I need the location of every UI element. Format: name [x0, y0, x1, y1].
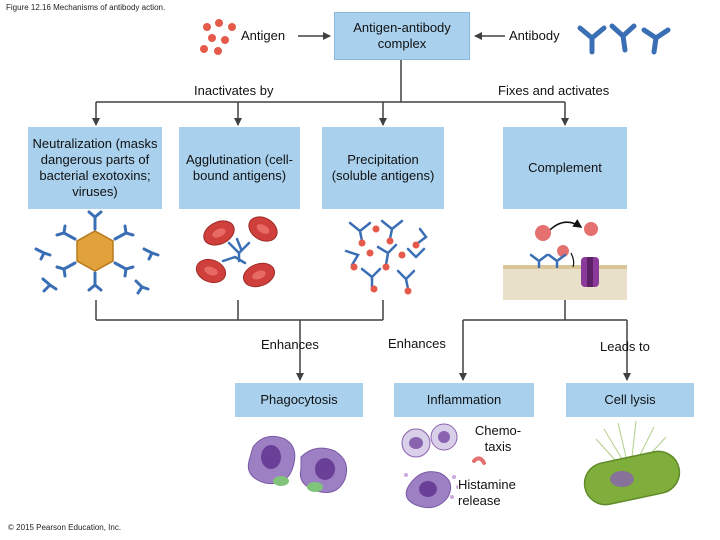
antigen-antibody-complex-box: Antigen-antibody complex — [334, 12, 470, 60]
leads-to-label: Leads to — [600, 339, 650, 354]
complement-label: Complement — [528, 160, 602, 175]
inactivates-label: Inactivates by — [194, 83, 274, 98]
cell-lysis-panel: Cell lysis — [566, 383, 694, 515]
precipitation-panel: Precipitation (soluble antigens) — [322, 127, 444, 300]
figure-title: Figure 12.16 Mechanisms of antibody acti… — [6, 3, 166, 12]
histamine-release-label: Histamine release — [458, 477, 530, 509]
inflammation-label: Inflammation — [426, 392, 502, 407]
inflammation-panel: Inflammation Chemo- taxis Histamine rele… — [394, 383, 534, 515]
inflammation-illustration — [401, 423, 486, 509]
phagocytes-illustration — [247, 435, 348, 493]
enhances-label-1: Enhances — [261, 337, 319, 352]
phagocytosis-panel: Phagocytosis — [235, 383, 363, 515]
chemotaxis-label: Chemo- taxis — [468, 423, 528, 455]
neutralization-label: Neutralization (masks dangerous parts of… — [32, 136, 158, 199]
phagocytosis-label: Phagocytosis — [260, 392, 338, 407]
antibody-label: Antibody — [509, 28, 560, 43]
precipitation-label: Precipitation (soluble antigens) — [331, 152, 435, 183]
complement-panel: Complement — [503, 127, 627, 300]
antigen-label: Antigen — [241, 28, 286, 43]
precipitation-lattice-illustration — [344, 219, 428, 295]
virus-neutralized-illustration — [34, 210, 160, 295]
rbc-agglutination-illustration — [195, 216, 278, 288]
neutralization-panel: Neutralization (masks dangerous parts of… — [28, 127, 162, 300]
enhances-label-2: Enhances — [388, 336, 446, 351]
activates-label: Fixes and activates — [498, 83, 610, 98]
complement-activation-illustration — [503, 219, 627, 300]
cell-lysis-label: Cell lysis — [604, 392, 656, 407]
copyright-notice: © 2015 Pearson Education, Inc. — [8, 523, 122, 532]
lysed-bacterium-illustration — [583, 420, 681, 506]
complex-label: Antigen-antibody complex — [353, 20, 451, 51]
agglutination-label: Agglutination (cell-bound antigens) — [186, 152, 293, 183]
agglutination-panel: Agglutination (cell-bound antigens) — [179, 127, 300, 300]
